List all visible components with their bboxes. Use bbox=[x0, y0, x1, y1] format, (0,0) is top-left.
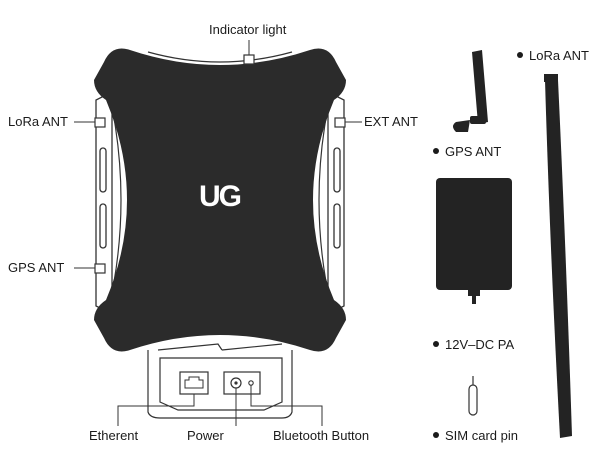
lora-ant-label-left: LoRa ANT bbox=[8, 114, 68, 129]
gps-antenna-icon bbox=[453, 50, 488, 132]
ext-ant-label: EXT ANT bbox=[364, 114, 418, 129]
gps-ant-port bbox=[74, 263, 106, 274]
power-adapter-icon bbox=[436, 178, 512, 304]
sim-card-pin-label: SIM card pin bbox=[433, 428, 518, 444]
lora-ant-port bbox=[74, 117, 106, 128]
lora-ant-label-right: LoRa ANT bbox=[517, 48, 589, 64]
device-body bbox=[94, 48, 346, 352]
power-port-icon bbox=[223, 371, 261, 395]
power-adapter-label: 12V–DC PA bbox=[433, 337, 514, 353]
gps-ant-label-left: GPS ANT bbox=[8, 260, 65, 275]
indicator-light-icon bbox=[243, 54, 255, 65]
power-label: Power bbox=[187, 428, 224, 443]
bluetooth-button-label: Bluetooth Button bbox=[273, 428, 370, 443]
indicator-light-label: Indicator light bbox=[209, 22, 287, 37]
sim-card-pin-icon bbox=[468, 376, 478, 416]
ethernet-port-icon bbox=[179, 371, 209, 395]
lora-antenna-icon bbox=[544, 74, 572, 438]
device-logo: UG bbox=[199, 180, 242, 213]
gps-ant-label-right: GPS ANT bbox=[433, 144, 501, 160]
connector-panel bbox=[147, 343, 293, 419]
bottom-leaders bbox=[117, 385, 323, 426]
etherent-label: Etherent bbox=[89, 428, 139, 443]
ext-ant-port bbox=[334, 117, 362, 128]
